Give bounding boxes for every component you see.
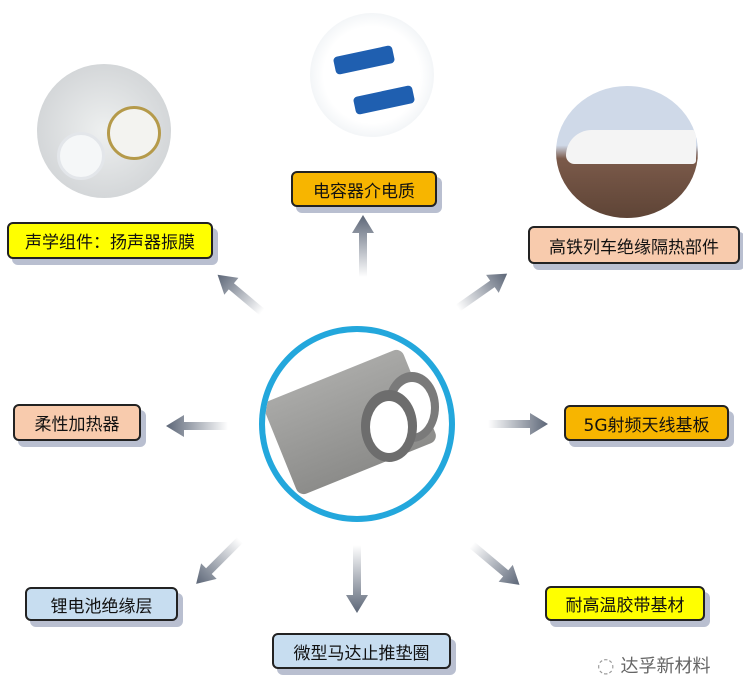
arrow-2: [455, 273, 508, 312]
label-5g-rf-antenna-substrate: 5G射频天线基板: [564, 405, 729, 441]
arrow-6: [346, 545, 368, 613]
watermark-text: 达孚新材料: [620, 656, 711, 677]
label-high-speed-rail-insulation: 高铁列车绝缘隔热部件: [528, 226, 740, 264]
arrow-7: [469, 541, 520, 585]
arrow-5: [196, 537, 243, 584]
label-micro-motor-thrust-washer: 微型马达止推垫圈: [272, 633, 451, 669]
speaker-membrane-photo: [37, 64, 171, 198]
wechat-icon: ◌: [597, 653, 615, 677]
arrow-3: [166, 415, 228, 437]
label-capacitor-dielectric: 电容器介电质: [291, 171, 437, 207]
pi-film-rolls-photo: [259, 326, 455, 522]
watermark: ◌ 达孚新材料: [597, 652, 710, 678]
capacitor-photo: [310, 13, 434, 137]
arrow-0: [352, 215, 374, 277]
arrow-1: [217, 274, 265, 316]
label-flexible-heater: 柔性加热器: [13, 404, 141, 441]
label-lithium-battery-insulation: 锂电池绝缘层: [25, 587, 178, 621]
label-high-temp-tape-substrate: 耐高温胶带基材: [545, 586, 705, 621]
arrow-4: [488, 413, 548, 435]
train-photo: [556, 86, 698, 218]
label-acoustic-speaker-membrane: 声学组件：扬声器振膜: [7, 222, 213, 259]
